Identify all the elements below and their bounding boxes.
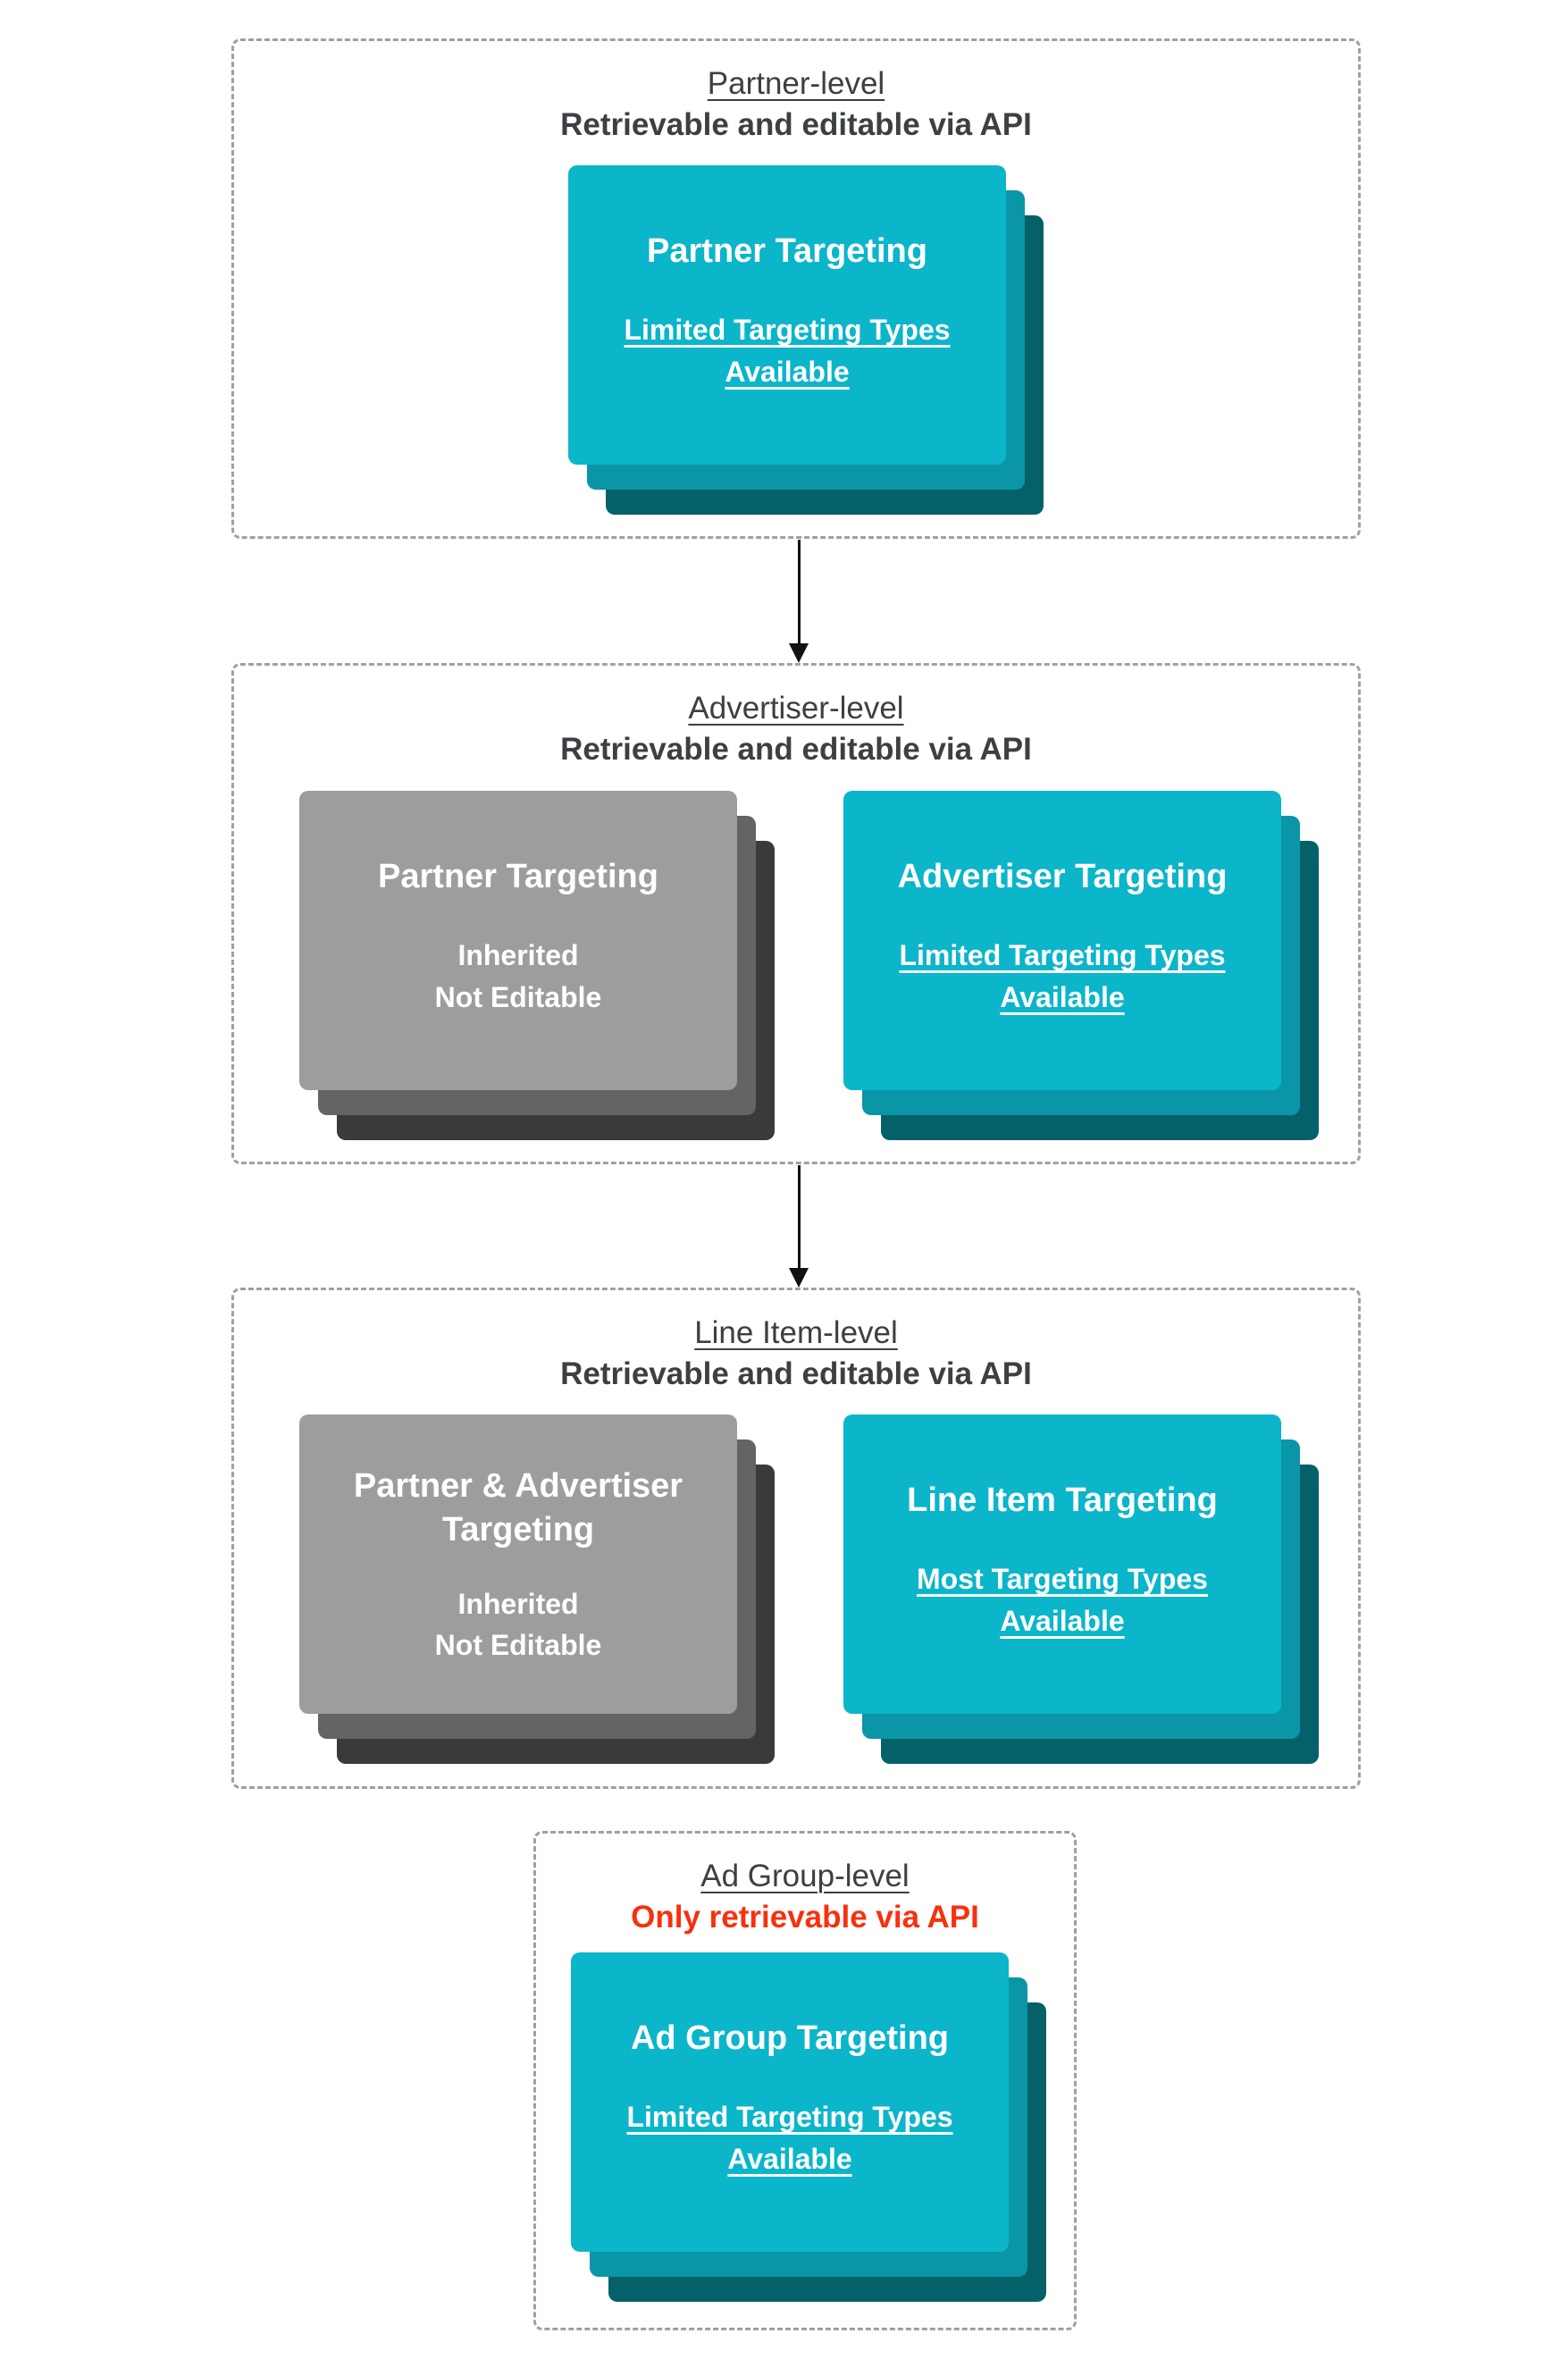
section-advertiser-level: Advertiser-level Retrievable and editabl… <box>231 663 1361 1164</box>
card-advertiser-targeting: Advertiser Targeting Limited Targeting T… <box>843 791 1281 1090</box>
section-subtitle: Retrievable and editable via API <box>560 732 1032 768</box>
card-caption: Limited Targeting Types Available <box>568 309 1006 392</box>
card-caption-line: Available <box>1000 980 1125 1013</box>
card-stack-inherited-partner-advertiser-targeting: Partner & Advertiser Targeting Inherited… <box>299 1414 775 1764</box>
section-title: Partner-level <box>707 66 885 101</box>
arrow-down-icon <box>789 540 809 663</box>
arrow-head <box>789 1268 809 1288</box>
card-title-line: Partner Targeting <box>647 232 927 270</box>
card-title-line: Partner Targeting <box>378 858 658 895</box>
card-title: Partner & Advertiser Targeting <box>299 1465 737 1553</box>
card-caption-line: Not Editable <box>434 980 602 1013</box>
card-ad-group-targeting: Ad Group Targeting Limited Targeting Typ… <box>571 1952 1009 2252</box>
card-title: Line Item Targeting <box>843 1479 1281 1523</box>
section-subtitle: Only retrievable via API <box>631 1900 979 1935</box>
card-partner-targeting: Partner Targeting Limited Targeting Type… <box>568 165 1006 465</box>
card-caption-line: Available <box>727 2142 852 2175</box>
card-caption-line: Limited Targeting Types <box>899 939 1226 972</box>
card-stack-ad-group-targeting: Ad Group Targeting Limited Targeting Typ… <box>571 1952 1046 2302</box>
section-ad-group-level: Ad Group-level Only retrievable via API … <box>533 1831 1077 2330</box>
card-caption: Limited Targeting Types Available <box>843 935 1281 1018</box>
card-stack-partner-targeting: Partner Targeting Limited Targeting Type… <box>568 165 1044 515</box>
card-caption-line: Available <box>1000 1604 1125 1637</box>
arrow-down-icon <box>789 1165 809 1288</box>
card-title-line: Targeting <box>441 1511 595 1549</box>
section-line-item-level: Line Item-level Retrievable and editable… <box>231 1288 1361 1789</box>
card-line-item-targeting: Line Item Targeting Most Targeting Types… <box>843 1414 1281 1714</box>
section-title: Advertiser-level <box>688 691 904 726</box>
card-title-line: Partner & Advertiser <box>353 1467 683 1505</box>
card-caption-line: Limited Targeting Types <box>626 2101 953 2134</box>
card-caption-line: Limited Targeting Types <box>624 314 951 347</box>
card-title-line: Advertiser Targeting <box>897 858 1228 895</box>
section-subtitle: Retrievable and editable via API <box>560 107 1032 143</box>
card-inherited-partner-advertiser-targeting: Partner & Advertiser Targeting Inherited… <box>299 1414 737 1714</box>
card-inherited-partner-targeting: Partner Targeting Inherited Not Editable <box>299 791 737 1090</box>
card-caption: Inherited Not Editable <box>299 935 737 1018</box>
card-caption-line: Inherited <box>457 1587 579 1620</box>
card-stack-line-item-targeting: Line Item Targeting Most Targeting Types… <box>843 1414 1319 1764</box>
card-caption: Limited Targeting Types Available <box>571 2096 1009 2179</box>
card-caption: Inherited Not Editable <box>299 1583 737 1666</box>
card-stack-inherited-partner-targeting: Partner Targeting Inherited Not Editable <box>299 791 775 1140</box>
section-subtitle: Retrievable and editable via API <box>560 1356 1032 1392</box>
card-title-line: Ad Group Targeting <box>630 2019 950 2057</box>
card-title: Partner Targeting <box>299 855 737 899</box>
card-caption-line: Available <box>725 355 850 388</box>
card-caption: Most Targeting Types Available <box>843 1558 1281 1641</box>
arrow-shaft <box>797 540 801 645</box>
section-title: Line Item-level <box>694 1315 898 1350</box>
card-title-line: Line Item Targeting <box>907 1481 1218 1519</box>
card-caption-line: Inherited <box>457 939 579 972</box>
card-stack-advertiser-targeting: Advertiser Targeting Limited Targeting T… <box>843 791 1319 1140</box>
section-partner-level: Partner-level Retrievable and editable v… <box>231 38 1361 539</box>
arrow-head <box>789 643 809 663</box>
card-caption-line: Not Editable <box>434 1629 602 1662</box>
card-caption-line: Most Targeting Types <box>917 1563 1208 1596</box>
card-title: Partner Targeting <box>568 230 1006 273</box>
card-title: Advertiser Targeting <box>843 855 1281 899</box>
card-title: Ad Group Targeting <box>571 2017 1009 2061</box>
arrow-shaft <box>797 1165 801 1270</box>
section-title: Ad Group-level <box>700 1859 910 1893</box>
